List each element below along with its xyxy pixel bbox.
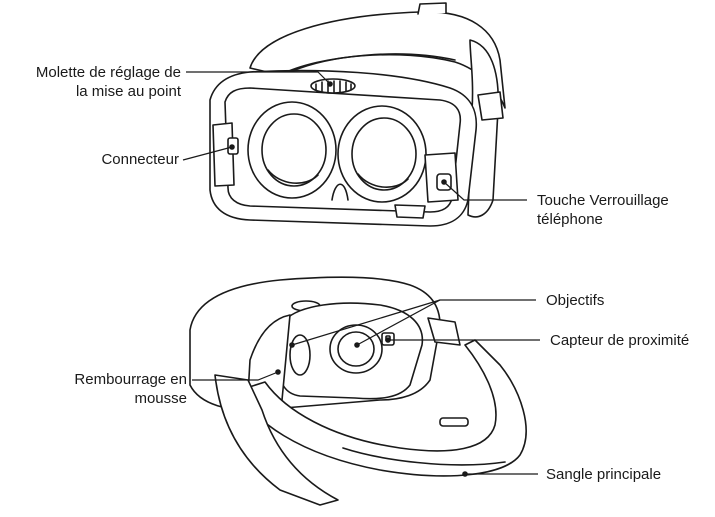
label-lock-key-line1: Touche Verrouillage	[537, 191, 712, 210]
focus-wheel	[311, 79, 355, 93]
headset-front-view	[210, 3, 505, 226]
label-focus-wheel: Molette de réglage de la mise au point	[0, 63, 181, 101]
callout-main-strap-dot	[463, 472, 467, 476]
callout-proximity-sensor-dot	[386, 338, 390, 342]
label-lenses-line1: Objectifs	[546, 291, 706, 310]
label-focus-wheel-line2: la mise au point	[0, 82, 181, 101]
callout-lock-key-dot	[442, 180, 446, 184]
callout-lenses-right-dot	[355, 343, 359, 347]
label-lock-key-line2: téléphone	[537, 210, 712, 229]
bottom-clip	[395, 205, 425, 218]
objective-lens-inner	[338, 332, 374, 366]
headset-rear-view	[190, 277, 526, 505]
left-lens-inner	[262, 114, 326, 186]
label-proximity-sensor: Capteur de proximité	[550, 331, 713, 350]
strap-tab	[418, 3, 446, 14]
strap-clip	[440, 418, 468, 426]
strap-buckle	[478, 92, 503, 120]
label-foam-padding-line2: mousse	[0, 389, 187, 408]
label-foam-padding-line1: Rembourrage en	[0, 370, 187, 389]
callout-connector-dot	[230, 145, 234, 149]
right-lens-inner	[352, 118, 416, 190]
label-proximity-sensor-line1: Capteur de proximité	[550, 331, 713, 350]
label-lock-key: Touche Verrouillage téléphone	[537, 191, 712, 229]
label-foam-padding: Rembourrage en mousse	[0, 370, 187, 408]
focus-wheel-ridges	[316, 81, 351, 92]
callout-lenses-left-dot	[290, 343, 294, 347]
label-main-strap: Sangle principale	[546, 465, 706, 484]
label-focus-wheel-line1: Molette de réglage de	[0, 63, 181, 82]
label-connector: Connecteur	[0, 150, 179, 169]
label-main-strap-line1: Sangle principale	[546, 465, 706, 484]
label-lenses: Objectifs	[546, 291, 706, 310]
callout-foam-padding-dot	[276, 370, 280, 374]
callout-focus-wheel-dot	[328, 82, 332, 86]
label-connector-line1: Connecteur	[0, 150, 179, 169]
